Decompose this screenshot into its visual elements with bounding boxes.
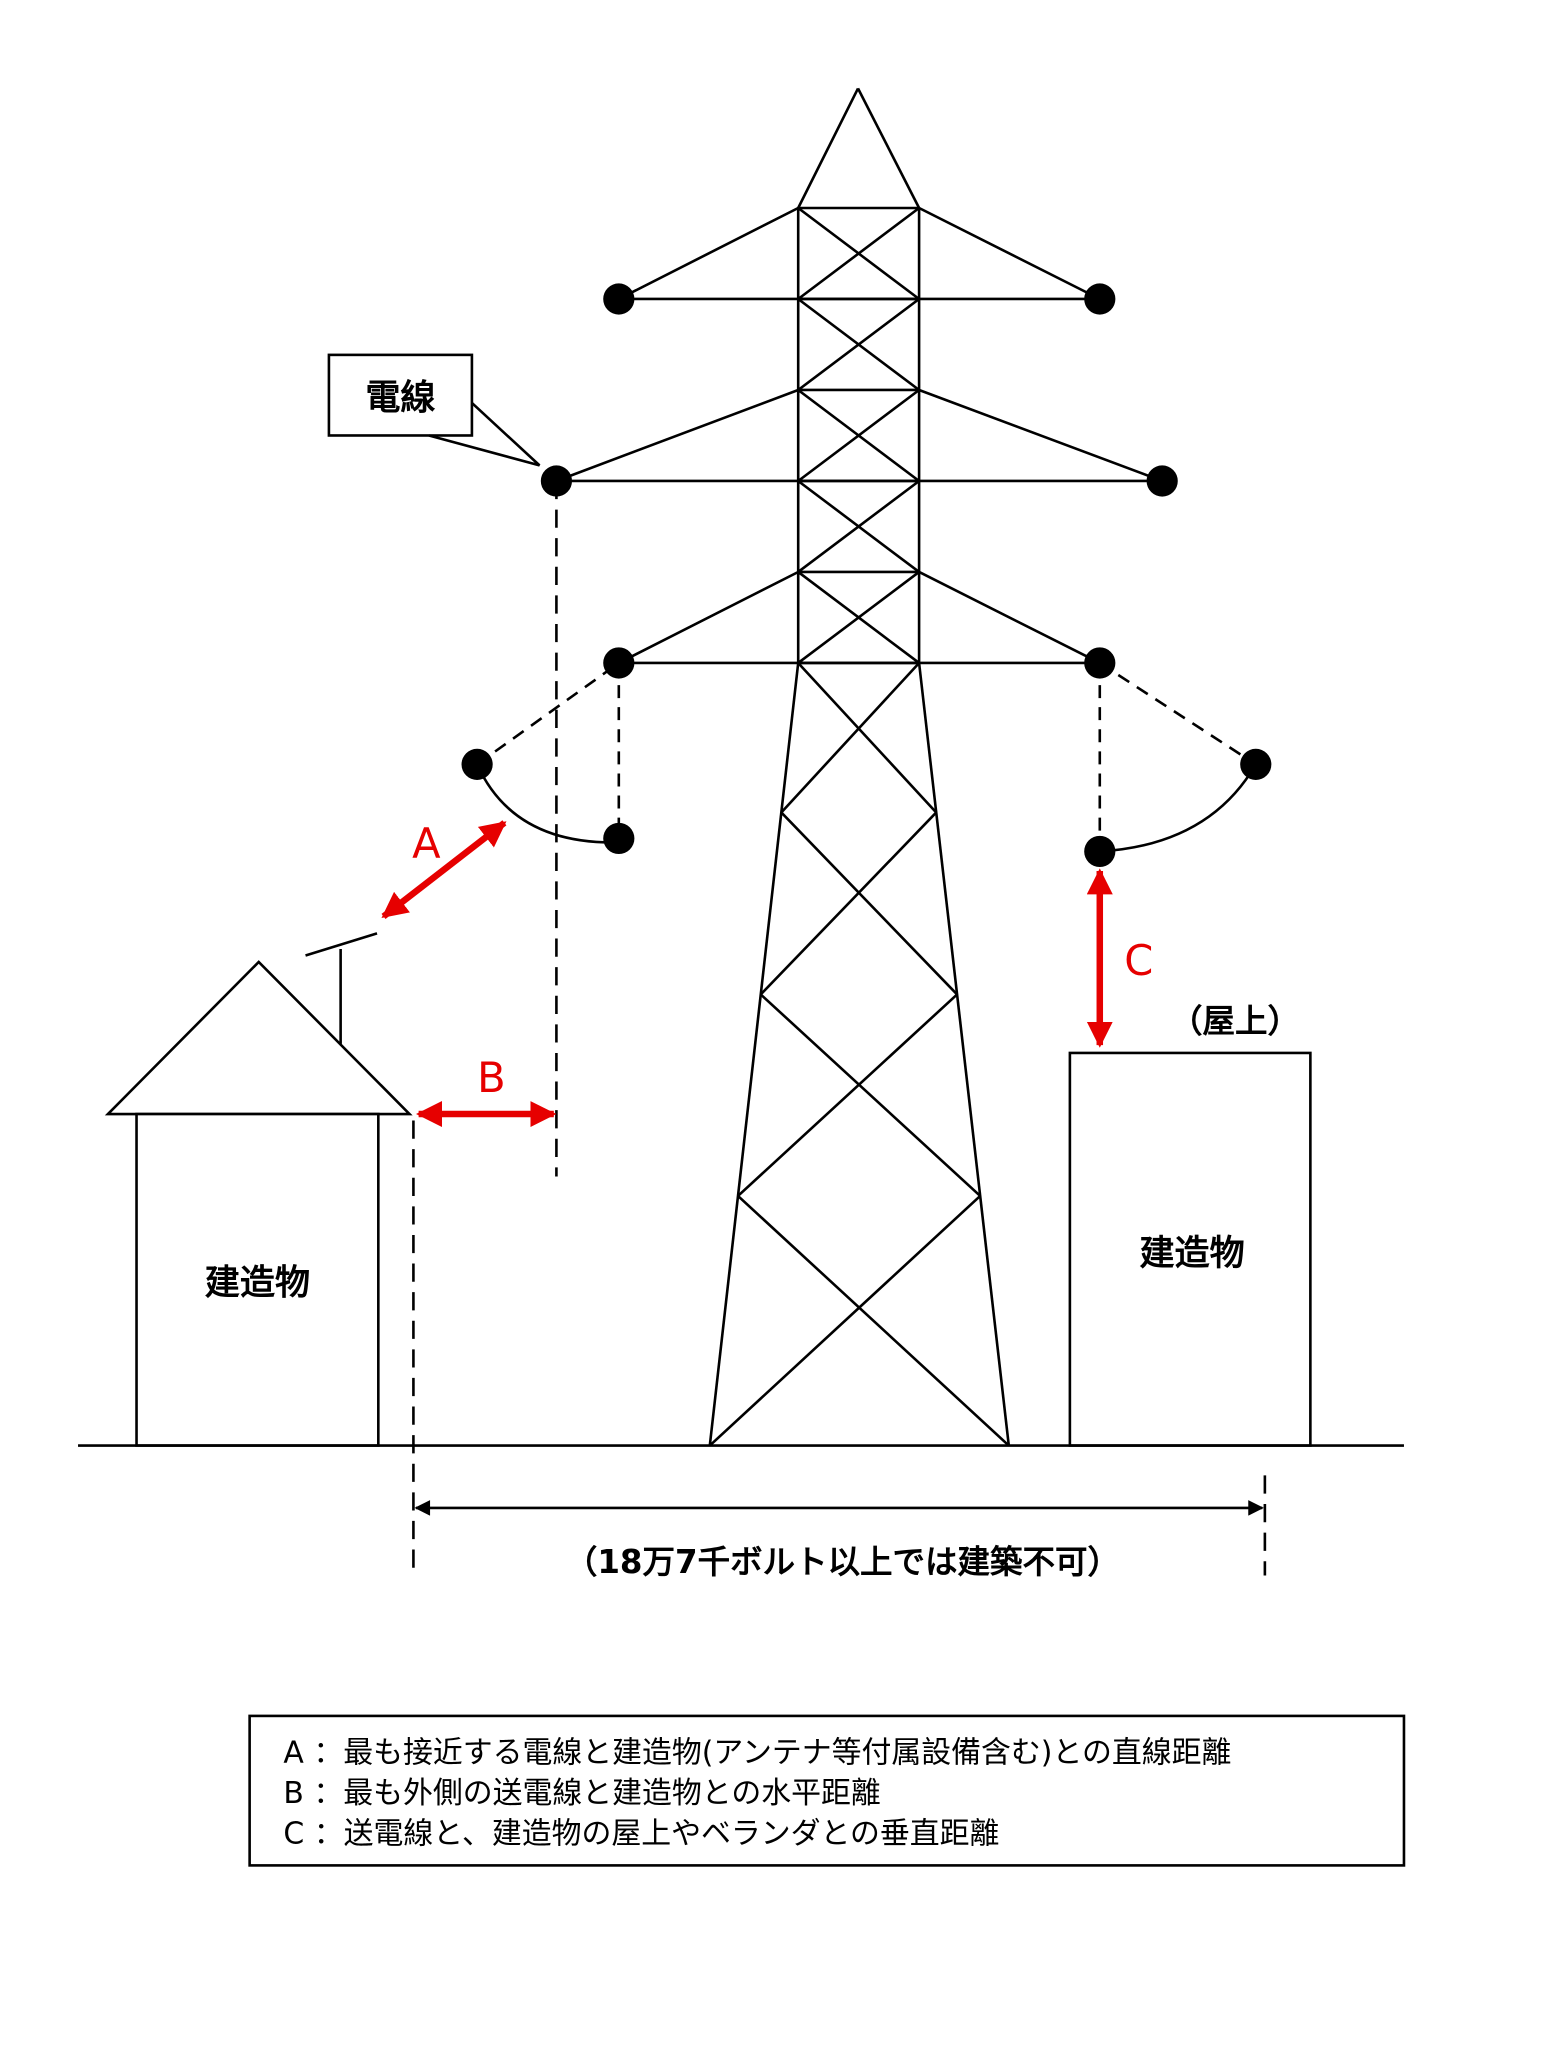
tower-brace: [737, 993, 958, 1197]
tower-brace: [797, 297, 920, 392]
tower-peak: [856, 87, 921, 209]
tower-leg: [917, 662, 1011, 1446]
building-left-label: 建造物: [205, 1263, 310, 1304]
wires: [475, 480, 1257, 1177]
legend-item-c: C ：送電線と、建造物の屋上やベランダとの垂直距離: [283, 1816, 999, 1851]
legend-item-b: B ：最も外側の送電線と建造物との水平距離: [283, 1776, 880, 1811]
label-a: A: [412, 819, 441, 868]
tower-brace: [797, 662, 938, 814]
tower-brace: [797, 479, 920, 574]
house: [104, 932, 413, 1447]
tower-brace: [797, 388, 920, 483]
tower-leg: [708, 662, 800, 1446]
tower-peak: [797, 87, 860, 209]
tower-brace: [708, 1194, 982, 1447]
insulator-dots: [461, 283, 1272, 868]
crossarm: [918, 388, 1163, 483]
tower-brace: [797, 206, 920, 301]
crossarm: [555, 388, 799, 483]
label-c: C: [1124, 936, 1153, 985]
crossarm: [918, 206, 1101, 301]
no-build-note: （18万7千ボルト以上では建築不可）: [565, 1543, 1120, 1581]
tower-brace: [780, 811, 959, 996]
label-b: B: [477, 1053, 506, 1102]
tower-brace: [759, 811, 938, 996]
wire-label: 電線: [365, 377, 435, 418]
rooftop-label: （屋上）: [1170, 1002, 1300, 1040]
right-building: [1068, 1051, 1312, 1447]
tower-brace: [780, 662, 921, 814]
legend-box: A ：最も接近する電線と建造物(アンテナ等付属設備含む)との直線距離 B ：最も…: [248, 1714, 1406, 1867]
legend-item-a: A ：最も接近する電線と建造物(アンテナ等付属設備含む)との直線距離: [283, 1736, 1231, 1771]
arrow-a: [381, 820, 507, 920]
crossarm: [618, 206, 799, 301]
tower: [555, 87, 1163, 1447]
tower-brace: [737, 1194, 1010, 1447]
building-right-label: 建造物: [1139, 1233, 1244, 1274]
wire-callout: 電線: [327, 353, 541, 467]
crossarm: [918, 570, 1101, 665]
tower-brace: [797, 570, 920, 665]
tower-brace: [759, 993, 982, 1197]
crossarm: [618, 570, 799, 665]
no-build-zone-dimension: [412, 1120, 1267, 1576]
distance-arrows: [381, 820, 1113, 1128]
